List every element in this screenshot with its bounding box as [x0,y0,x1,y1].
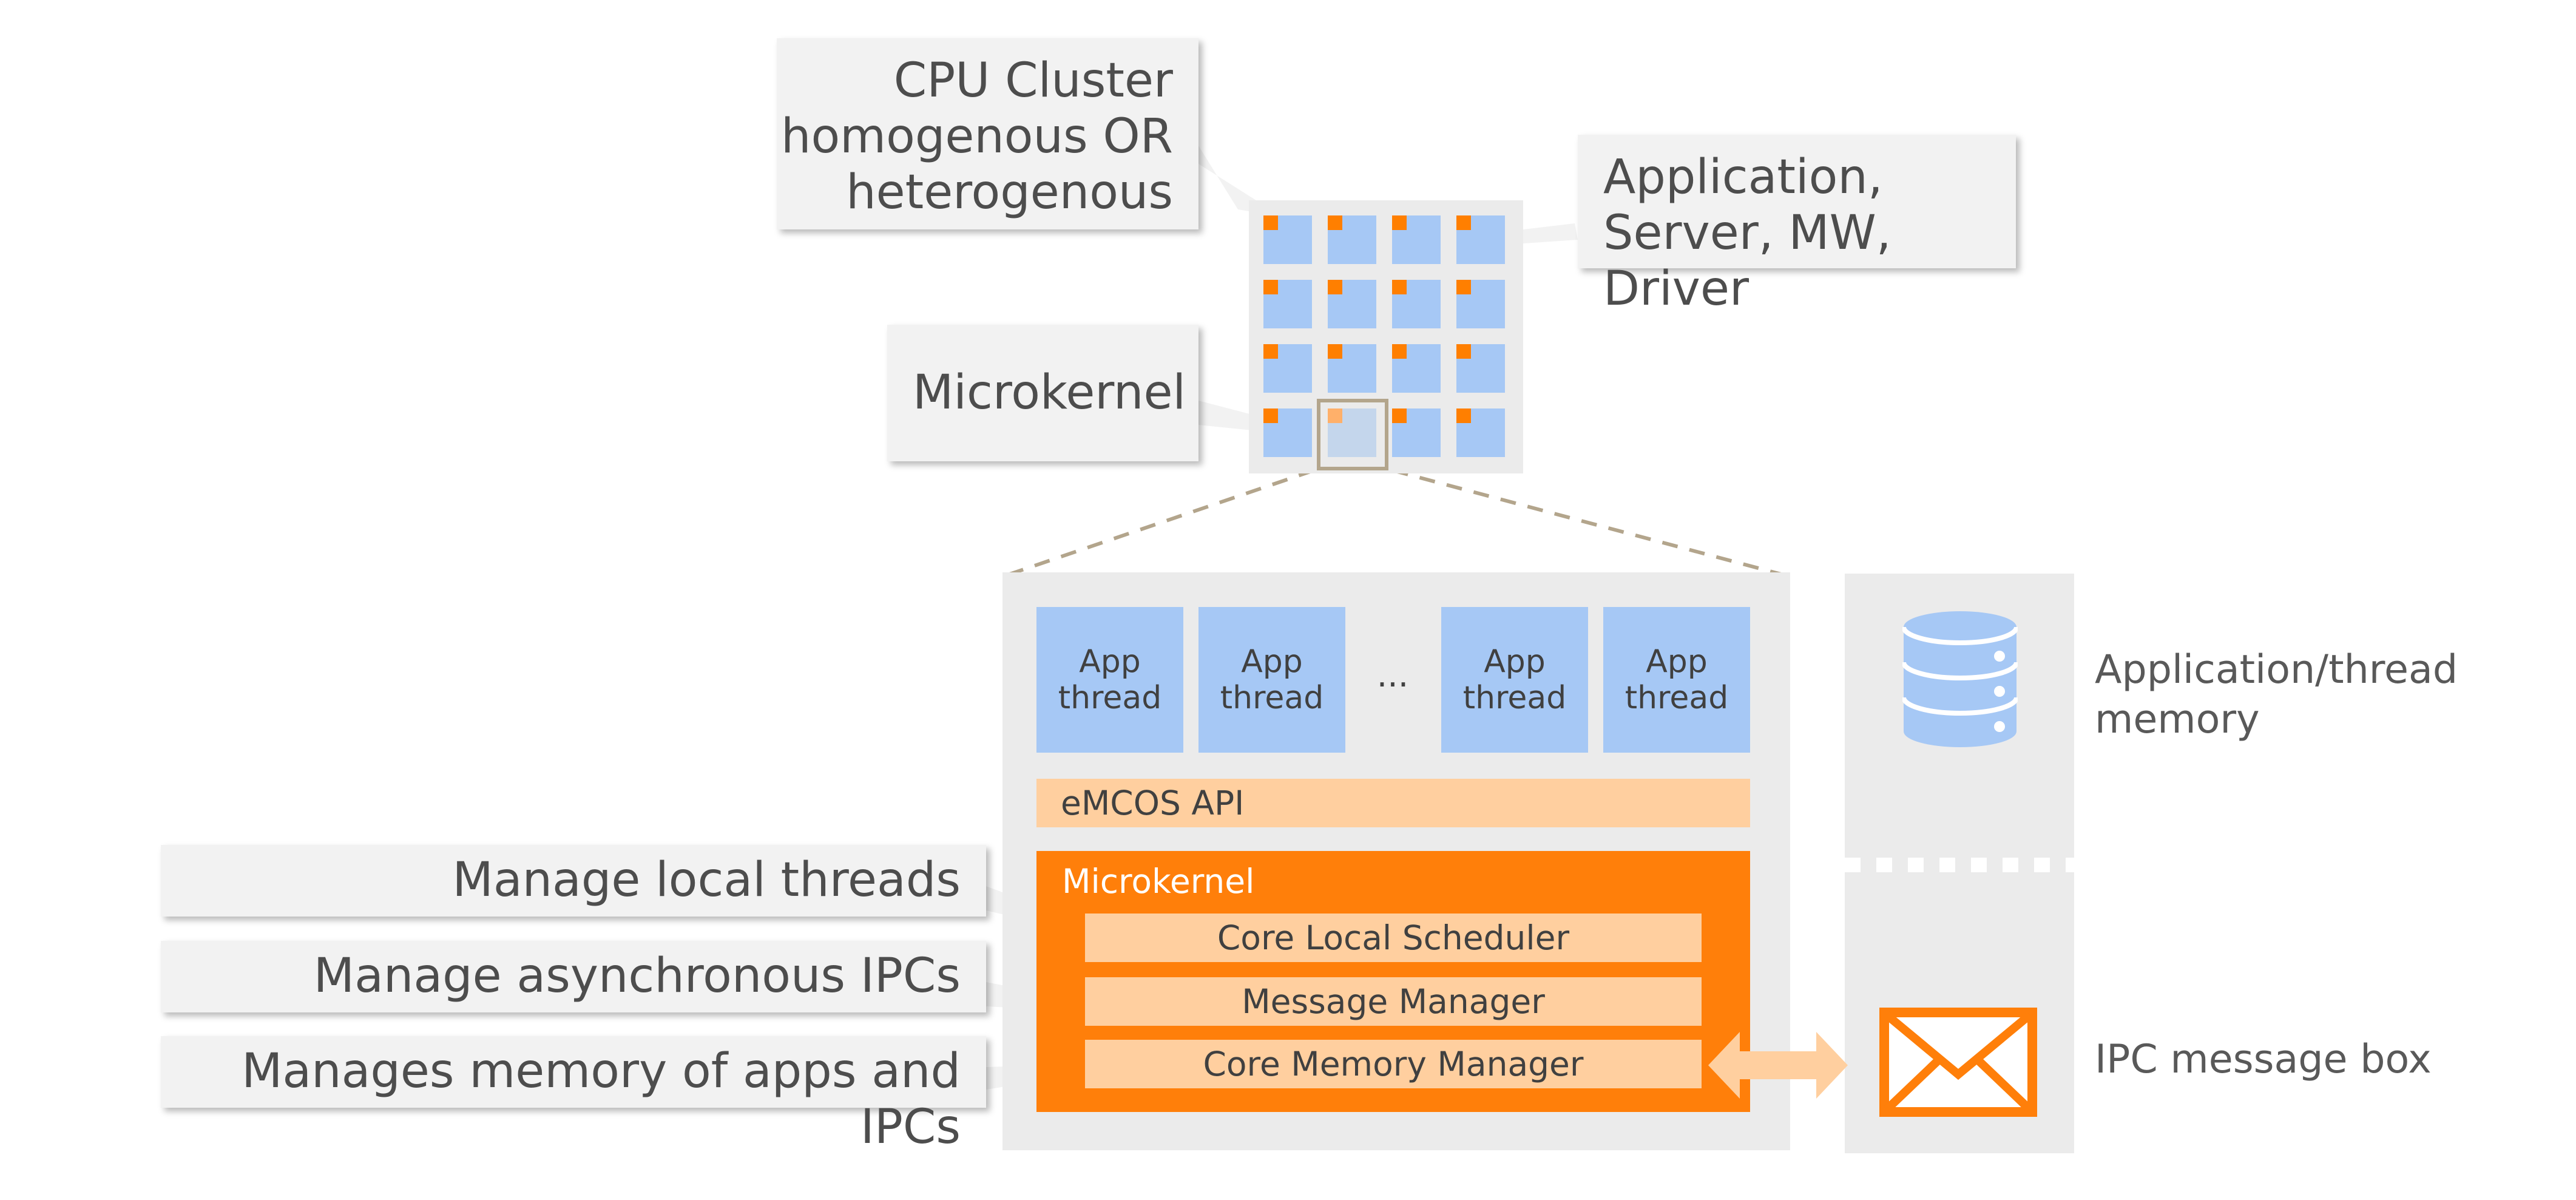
microkernel-marker [1392,215,1407,230]
memory-label-line-1: Application/thread [2095,647,2458,693]
microkernel-marker [1456,280,1471,294]
microkernel-callout-text: Microkernel [913,365,1186,420]
cpu-cluster-line-1: CPU Cluster [893,53,1173,108]
microkernel-marker [1456,344,1471,359]
microkernel-block-label: Microkernel [1062,862,1255,901]
microkernel-marker [1263,280,1278,294]
microkernel-marker [1392,280,1407,294]
microkernel-marker-highlighted [1328,408,1342,423]
cpu-cluster-callout: CPU Cluster homogenous OR heterogenous [777,38,1198,229]
double-arrow-icon [1708,1032,1848,1099]
manage-local-threads-callout: Manage local threads [161,845,986,917]
application-callout: Application, Server, MW, Driver [1578,135,2016,316]
zoom-line-left [1002,469,1314,578]
app-thread-line-1: App [1646,643,1708,680]
application-line-1: Application, [1603,150,1883,205]
memory-label-line-2: memory [2095,697,2260,742]
app-thread-line-1: App [1484,643,1546,680]
core-memory-manager: Core Memory Manager [1085,1040,1702,1088]
app-thread-line-1: App [1079,643,1141,680]
emcos-api-bar: eMCOS API [1036,779,1750,827]
memory-divider [1845,858,2074,872]
cpu-cluster-line-2: homogenous OR [781,109,1173,164]
app-thread-line-2: thread [1462,680,1567,716]
microkernel-marker [1328,215,1342,230]
microkernel-marker [1328,344,1342,359]
manages-memory-callout: Manages memory of apps and IPCs [161,1036,986,1154]
ipc-message-box-label: IPC message box [2095,1037,2432,1082]
app-thread-line-2: thread [1624,680,1729,716]
memory-label: Application/thread memory [2095,645,2458,745]
database-icon [1902,611,2018,747]
app-thread-line-2: thread [1058,680,1162,716]
cpu-callout-pointer [1198,146,1263,214]
selected-core-frame [1317,399,1388,470]
microkernel-marker [1263,408,1278,423]
microkernel-marker [1328,280,1342,294]
app-thread-line-1: App [1241,643,1303,680]
microkernel-marker [1392,408,1407,423]
zoom-line-right [1392,469,1791,578]
microkernel-marker [1456,215,1471,230]
app-thread-ellipsis: ... [1376,656,1409,694]
microkernel-marker [1456,408,1471,423]
app-thread-line-2: thread [1220,680,1324,716]
application-line-2: Server, MW, Driver [1603,206,1891,316]
microkernel-marker [1263,215,1278,230]
message-manager: Message Manager [1085,977,1702,1026]
envelope-icon [1879,1008,2037,1117]
microkernel-marker [1392,344,1407,359]
microkernel-callout: Microkernel [887,325,1198,461]
core-local-scheduler: Core Local Scheduler [1085,914,1702,962]
manage-async-ipcs-callout: Manage asynchronous IPCs [161,941,986,1012]
microkernel-marker [1263,344,1278,359]
cpu-cluster-line-3: heterogenous [846,165,1173,220]
